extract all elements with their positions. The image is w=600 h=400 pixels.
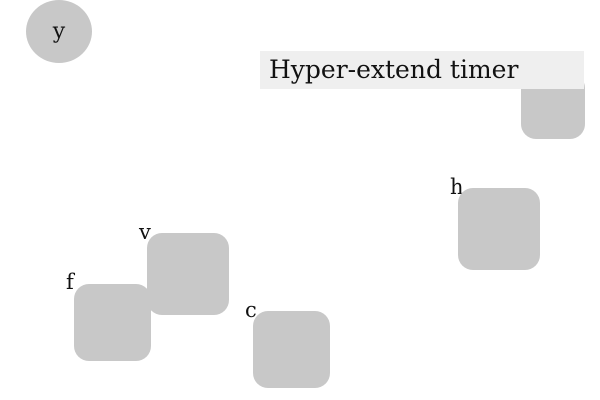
- tile-f[interactable]: [74, 284, 151, 361]
- tile-h[interactable]: [458, 188, 540, 270]
- tile-h-label: h: [450, 175, 464, 199]
- tile-v-label: v: [139, 220, 151, 244]
- tile-f-label: f: [66, 270, 74, 294]
- avatar-y-label: y: [52, 18, 66, 44]
- timer-label: Hyper-extend timer: [260, 51, 584, 89]
- tile-c[interactable]: [253, 311, 330, 388]
- tile-v[interactable]: [147, 233, 229, 315]
- tile-c-label: c: [245, 298, 257, 322]
- avatar-y-button[interactable]: y: [26, 0, 92, 63]
